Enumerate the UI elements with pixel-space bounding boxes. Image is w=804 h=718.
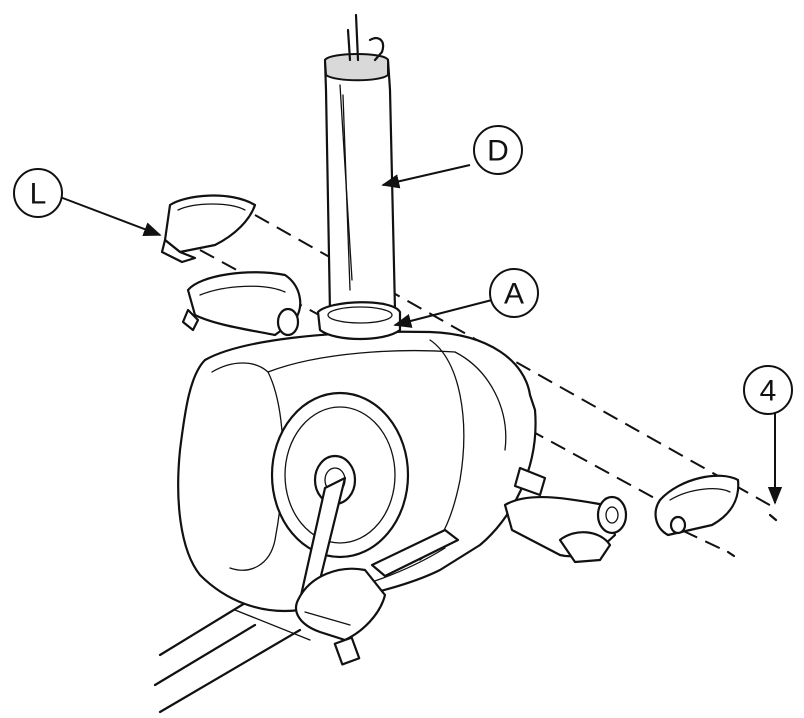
display-slot — [370, 528, 460, 578]
front-cover-l — [160, 194, 257, 264]
callout-a-label: A — [504, 278, 524, 311]
base-rails — [153, 598, 311, 714]
callout-leaders — [59, 164, 783, 505]
callout-a: A — [489, 268, 539, 318]
callout-l: L — [13, 168, 63, 218]
callout-d-label: D — [487, 135, 509, 168]
upright-mast — [316, 13, 402, 341]
crank-arm — [294, 476, 387, 666]
front-cover-right — [654, 474, 778, 558]
flywheel-disc — [270, 391, 410, 559]
rear-cover-left — [181, 271, 302, 337]
rear-stabilizer — [503, 466, 628, 564]
callout-d: D — [473, 125, 523, 175]
callout-4: 4 — [743, 365, 793, 415]
callout-l-label: L — [30, 178, 47, 211]
callout-4-label: 4 — [760, 375, 777, 408]
